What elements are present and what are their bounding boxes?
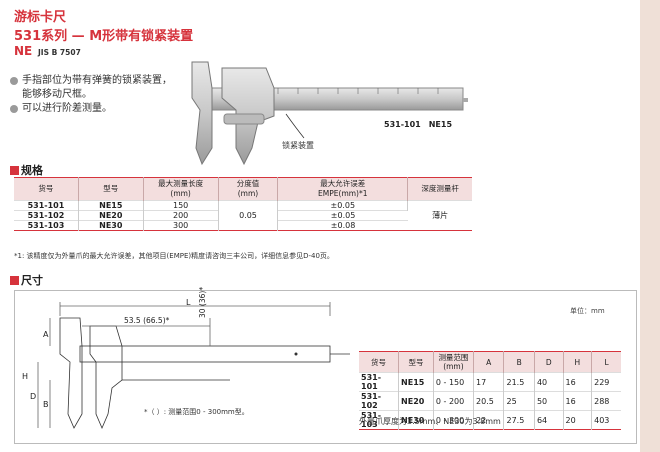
dim-30-label: 30 (36)* [198,286,207,318]
feature-item: 能够移动尺框。 [22,89,92,100]
table-header-row: 货号 型号 最大测量长度 (mm) 分度值 (mm) 最大允许误差 EMPE(m… [14,177,472,201]
dim-53-label: 53.5 (66.5)* [124,316,170,325]
table-header-row: 货号 型号 测量范围 (mm) A B D H L [359,351,621,373]
col-header: 货号 [359,351,400,373]
resolution-cell: 0.05 [218,200,279,231]
col-header: B [503,351,535,373]
dimension-drawing [37,302,350,430]
unit-label: 单位：mm [570,307,605,315]
col-header: H [563,351,593,373]
caliper-photo [191,61,468,166]
col-header: 最大测量长度 (mm) [143,177,219,201]
dim-D-label: D [30,392,37,401]
col-header: 最大允许误差 EMPE(mm)*1 [277,177,409,201]
dim-L-label: L [186,298,191,307]
spec-heading: 规格 [10,162,43,178]
table-row: 531-102 NE20 200 ±0.05 [14,210,472,221]
jaw-thickness-note: 外量爪厚度为3.5mm、NE30为3.8mm [359,417,501,426]
dim-A-label: A [43,330,49,339]
dim-heading: 尺寸 [10,272,43,288]
bullet-icon [10,105,18,113]
section-marker-icon [10,165,19,175]
feature-item: 可以进行阶差测量。 [10,102,172,116]
photo-model-tag: 531-101 NE15 [384,120,453,129]
col-header: 货号 [14,177,79,201]
dim-H-label: H [22,372,29,381]
col-header: 分度值 (mm) [218,177,279,201]
side-strip [640,0,660,452]
section-marker-icon [10,275,19,285]
col-header: A [473,351,505,373]
spec-footnote: *1: 该精度仅为外量爪的最大允许误差，其他项目(EMPE)精度请咨询三丰公司，… [14,252,334,260]
col-header: L [591,351,621,373]
depth-rod-cell: 薄片 [407,200,472,231]
drawing-note: *（ ）: 测量范围0 - 300mm型。 [144,408,249,416]
col-header: D [534,351,564,373]
col-header: 深度测量杆 [407,177,472,201]
col-header: 型号 [398,351,434,373]
feature-item: 手指部位为带有弹簧的锁紧装置， [10,74,172,88]
feature-list: 手指部位为带有弹簧的锁紧装置， 能够移动尺框。 可以进行阶差测量。 [10,74,172,116]
page-title: 游标卡尺 [14,10,67,25]
model-code: NE [14,44,33,58]
bullet-icon [10,77,18,85]
col-header: 型号 [78,177,144,201]
dim-B-label: B [43,400,49,409]
lock-label: 锁紧装置 [282,141,314,150]
series-title: 531系列 — M形带有锁紧装置 [14,29,194,44]
col-header: 测量范围 (mm) [433,351,475,373]
table-row: 531-103 NE30 300 ±0.08 [14,220,472,231]
standard-label: JIS B 7507 [38,48,81,57]
table-row: 531-101 NE15 150 0.05 ±0.05 薄片 [14,200,472,231]
spec-table: 货号 型号 最大测量长度 (mm) 分度值 (mm) 最大允许误差 EMPE(m… [14,177,472,231]
